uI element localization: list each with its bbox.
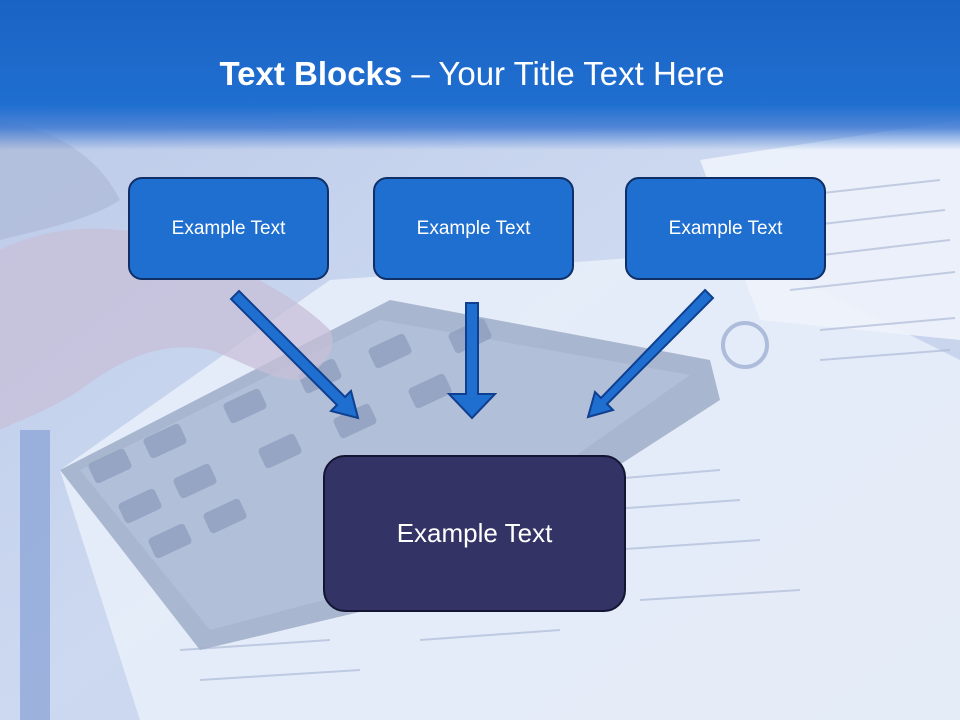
text-block-3-label: Example Text <box>668 217 783 239</box>
arrow-right <box>586 288 715 419</box>
title-rest: – Your Title Text Here <box>402 55 725 92</box>
main-text-block: Example Text <box>323 455 626 612</box>
arrow-center <box>446 302 498 420</box>
slide-title: Text Blocks – Your Title Text Here <box>0 52 944 96</box>
text-block-2: Example Text <box>373 177 574 280</box>
text-block-1-label: Example Text <box>171 217 286 239</box>
main-text-block-label: Example Text <box>396 518 553 548</box>
text-block-1: Example Text <box>128 177 329 280</box>
text-block-2-label: Example Text <box>416 217 531 239</box>
header-band <box>0 0 960 150</box>
arrow-left <box>229 289 360 420</box>
text-block-3: Example Text <box>625 177 826 280</box>
title-bold: Text Blocks <box>219 55 403 92</box>
